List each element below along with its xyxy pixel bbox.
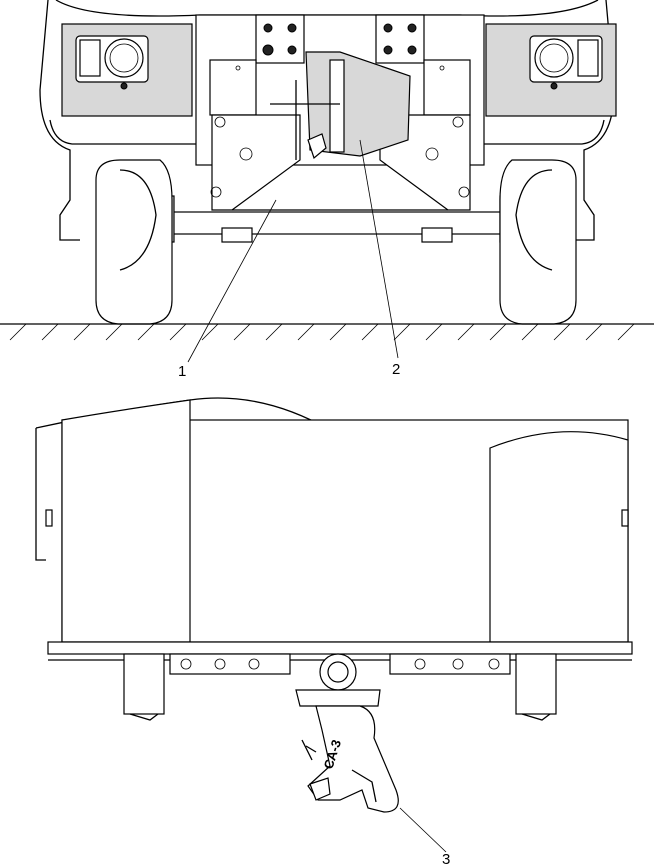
mounting-plate bbox=[211, 114, 301, 211]
left-wheel bbox=[95, 159, 173, 325]
callout-3: 3 bbox=[442, 851, 450, 867]
axle bbox=[161, 211, 511, 235]
right-headlight bbox=[534, 38, 574, 78]
callout-1: 1 bbox=[178, 363, 186, 380]
underframe bbox=[47, 641, 633, 655]
side-view-rear-end: СА-3 bbox=[35, 397, 633, 853]
left-headlight bbox=[104, 38, 144, 78]
leader-line-1 bbox=[187, 199, 277, 363]
leader-line-3 bbox=[399, 807, 447, 853]
leader-line-2 bbox=[359, 139, 399, 359]
coupler-head bbox=[307, 705, 399, 813]
top-view-front-end bbox=[0, 0, 654, 363]
right-wheel bbox=[499, 159, 577, 325]
callout-2: 2 bbox=[392, 361, 400, 378]
